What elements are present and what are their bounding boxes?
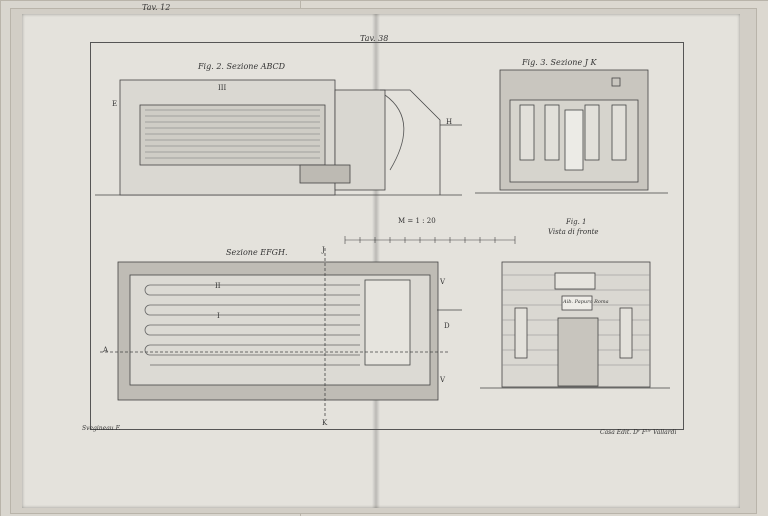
letter-h: H: [446, 118, 453, 126]
letter-v-top: V: [440, 278, 446, 286]
fig2-section-abcd: [95, 79, 462, 196]
previous-plate-number: Tav. 12: [142, 3, 171, 12]
fig1-front-view: [480, 261, 670, 389]
page-fold: [372, 14, 380, 508]
letter-j: J: [322, 246, 325, 254]
letter-d: D: [444, 322, 450, 330]
section-efgh-title: Sezione EFGH.: [226, 248, 288, 257]
plaque-text: Aib. Papuro Roma: [563, 299, 609, 305]
letter-e: E: [112, 100, 118, 108]
fig2-title: Fig. 2. Sezione ABCD: [198, 62, 286, 71]
plate-number: Tav. 38: [360, 34, 389, 43]
fig1-subtitle: Vista di fronte: [548, 228, 599, 236]
label-ii: II: [215, 282, 221, 290]
label-i: I: [217, 312, 220, 320]
engraver-credit: Svegineau F.: [82, 425, 121, 432]
letter-k: K: [322, 419, 328, 427]
plate-frame: [90, 42, 684, 430]
letter-v-bottom: V: [440, 376, 446, 384]
section-efgh: [100, 248, 462, 418]
fig3-section-jk: [475, 69, 668, 194]
letter-a: A: [103, 346, 109, 354]
scale-label: M = 1 : 20: [398, 217, 436, 225]
publisher-credit: Casa Edit. Dʳ Fˡˡʳ Vallardi: [600, 429, 677, 436]
label-iii: III: [218, 84, 227, 92]
fig3-title: Fig. 3. Sezione J K: [522, 58, 597, 67]
scale-bar: [344, 236, 516, 244]
fig1-title: Fig. 1: [566, 218, 587, 226]
